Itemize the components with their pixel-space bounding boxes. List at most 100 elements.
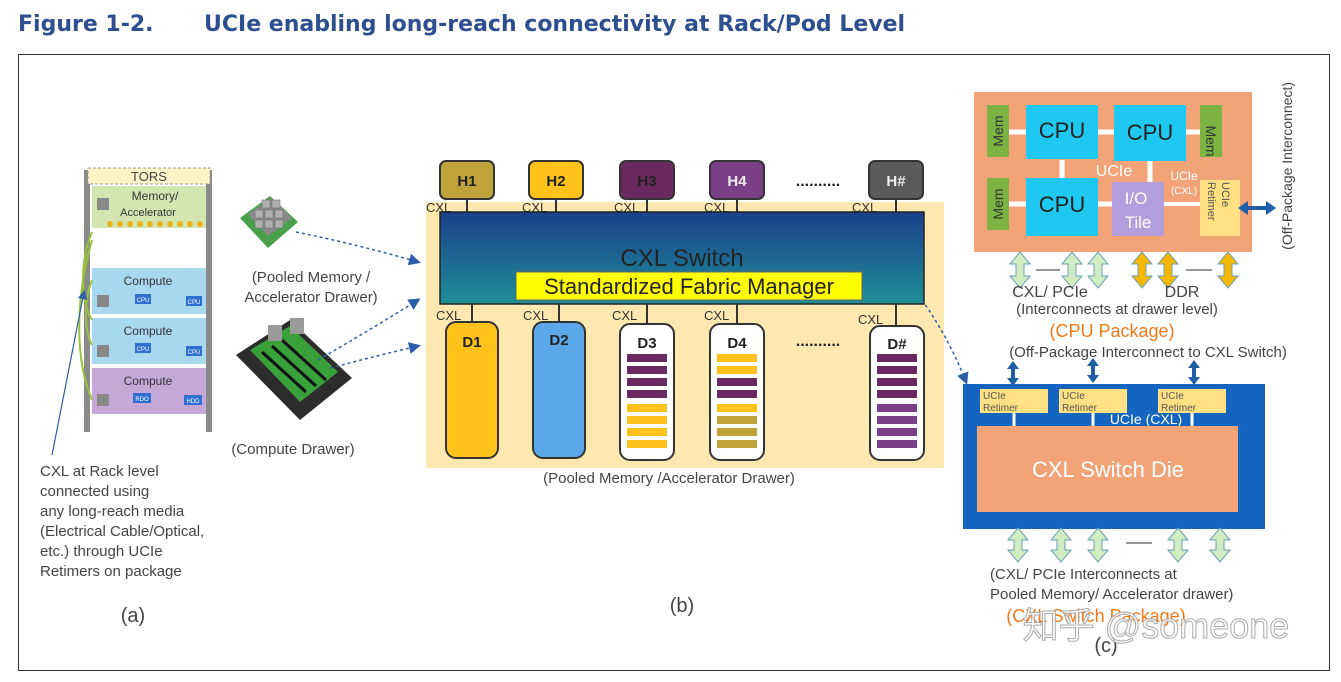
compute-drawer-1-cpu	[135, 294, 151, 304]
fabric-manager-box	[515, 271, 863, 301]
figure-caption: UCIe enabling long-reach connectivity at…	[204, 12, 906, 37]
retimer-links	[1012, 413, 1194, 426]
device-links	[471, 304, 897, 326]
arrow-switch-to-package	[921, 299, 969, 385]
panel-c: Mem Mem Mem CPU CPU CPU I/O Tile UCIe UC…	[963, 82, 1295, 657]
mem-bottom-left	[987, 178, 1009, 230]
cpu-interconnects	[1005, 129, 1202, 207]
rack-post-right	[206, 170, 212, 432]
cxl-switch-label: CXL Switch	[620, 245, 743, 272]
retimer-2	[1059, 389, 1127, 413]
device-d1-label: D1	[462, 334, 481, 351]
ucie-retimer-vertical-2: Retimer	[1205, 182, 1217, 221]
cpu-package-label: (CPU Package)	[1049, 321, 1174, 341]
drawer-interconnect-label: (Interconnects at drawer level)	[1016, 301, 1218, 318]
retimer-1-label-2: Retimer	[983, 403, 1019, 414]
mem-top-left	[987, 105, 1009, 157]
device-dn-stripes	[877, 354, 917, 448]
pooled-memory-caption-line1: (Pooled Memory /	[252, 269, 371, 286]
compute-drawer-3-chip	[97, 394, 109, 406]
rack-note-line3: any long-reach media	[40, 503, 185, 520]
compute-drawer-2-cpu-label: CPU	[137, 347, 150, 353]
compute-drawer-1-cpu-right	[186, 296, 202, 306]
arrow-compute-to-devices	[329, 342, 421, 369]
rack-note-line5: etc.) through UCIe	[40, 543, 163, 560]
figure-label: Figure 1-2.	[18, 12, 154, 37]
device-d2	[532, 321, 586, 459]
rack-cable-2	[78, 239, 93, 401]
host-h1-label: H1	[457, 173, 476, 190]
retimer-3	[1158, 389, 1226, 413]
ddr-label: DDR	[1165, 284, 1200, 301]
compute-drawer-1-label: Compute	[124, 274, 173, 288]
device-d2-label: D2	[549, 332, 568, 349]
io-tile-label-2: Tile	[1125, 213, 1152, 232]
off-package-double-arrow	[1238, 201, 1276, 215]
cpu-2-label: CPU	[1127, 120, 1173, 145]
off-package-switch-label: (Off-Package Interconnect to CXL Switch)	[1009, 344, 1287, 361]
rack-note: CXL at Rack level connected using any lo…	[40, 463, 204, 580]
switch-retimers: UCIe Retimer UCIe Retimer UCIe Retimer	[980, 389, 1226, 414]
device-dn-label: D#	[887, 336, 907, 353]
compute-drawer-2	[92, 318, 206, 364]
mem-bottom-left-label: Mem	[990, 188, 1006, 219]
host-boxes: H1 H2 H3 H4 H#	[439, 160, 924, 200]
memory-drawer	[92, 186, 206, 228]
compute-drawer-3-rdo	[133, 393, 151, 403]
cpu-1-label: CPU	[1039, 118, 1085, 143]
rack-note-line1: CXL at Rack level	[40, 463, 159, 480]
tors-box	[87, 167, 211, 185]
host-h2-label: H2	[546, 173, 565, 190]
cpu-1	[1026, 105, 1098, 159]
panel-b-label: (b)	[670, 595, 694, 617]
memory-drawer-label: Memory/	[132, 189, 179, 203]
pooled-memory-device-image	[240, 196, 298, 248]
compute-drawer-1	[92, 268, 206, 314]
ucie-label: UCIe	[1096, 163, 1133, 180]
rack-note-line4: (Electrical Cable/Optical,	[40, 523, 204, 540]
cxl-pcie-label: CXL/ PCIe	[1012, 284, 1088, 301]
device-d3-stripes	[627, 354, 667, 448]
device-cxl-labels: CXL CXL CXL CXL CXL	[436, 308, 883, 327]
switch-bottom-arrows	[1006, 527, 1232, 563]
rack-cable-3	[85, 279, 93, 346]
memory-dots	[107, 221, 203, 227]
compute-drawer-3-rdo-label: RDO	[135, 397, 149, 403]
pooled-memory-caption-line2: Accelerator Drawer)	[244, 289, 377, 306]
io-tile	[1112, 182, 1164, 236]
panel-c-label: (c)	[1094, 635, 1117, 657]
retimer-2-label-2: Retimer	[1062, 403, 1098, 414]
ucie-retimer-vertical-1: UCIe	[1219, 182, 1231, 207]
host-h3-label: H3	[637, 173, 656, 190]
off-package-vertical-label: (Off-Package Interconnect)	[1279, 82, 1295, 250]
compute-drawer-2-cpu-right-label: CPU	[188, 350, 201, 356]
rack-note-line6: Retimers on package	[40, 563, 182, 580]
cpu-2	[1114, 105, 1186, 161]
panel-b-caption: (Pooled Memory /Accelerator Drawer)	[543, 470, 795, 487]
tors-label: TORS	[131, 169, 167, 184]
device-d1	[445, 321, 499, 459]
host-h3	[619, 160, 675, 200]
arrow-compute-to-switch	[317, 298, 421, 361]
ucie-retimer-cpu	[1200, 180, 1240, 236]
mem-top-left-label: Mem	[990, 115, 1006, 146]
device-ellipsis: ..........	[796, 333, 840, 350]
retimer-1	[980, 389, 1048, 413]
host-h4-label: H4	[727, 173, 747, 190]
accelerator-drawer-label: Accelerator	[120, 207, 176, 219]
device-d4-stripes	[717, 354, 757, 448]
figure-title: Figure 1-2. UCIe enabling long-reach conn…	[18, 12, 905, 37]
device-d3-label: D3	[637, 335, 656, 352]
ucie-cxl-small-1: UCIe	[1170, 169, 1198, 183]
arrow-pooled-to-switch	[295, 231, 421, 266]
compute-drawer-3-hdd-label: HDD	[187, 399, 201, 405]
memory-chip	[97, 198, 109, 210]
note-arrow	[51, 289, 88, 456]
fabric-manager-label: Standardized Fabric Manager	[544, 274, 834, 299]
cxl-label-d3: CXL	[612, 308, 637, 323]
cxl-switch-die-label: CXL Switch Die	[1032, 457, 1184, 482]
compute-drawer-3-hdd	[184, 395, 202, 405]
figure-frame	[18, 54, 1330, 671]
switch-package-label: (CXL Switch Package)	[1006, 606, 1185, 626]
